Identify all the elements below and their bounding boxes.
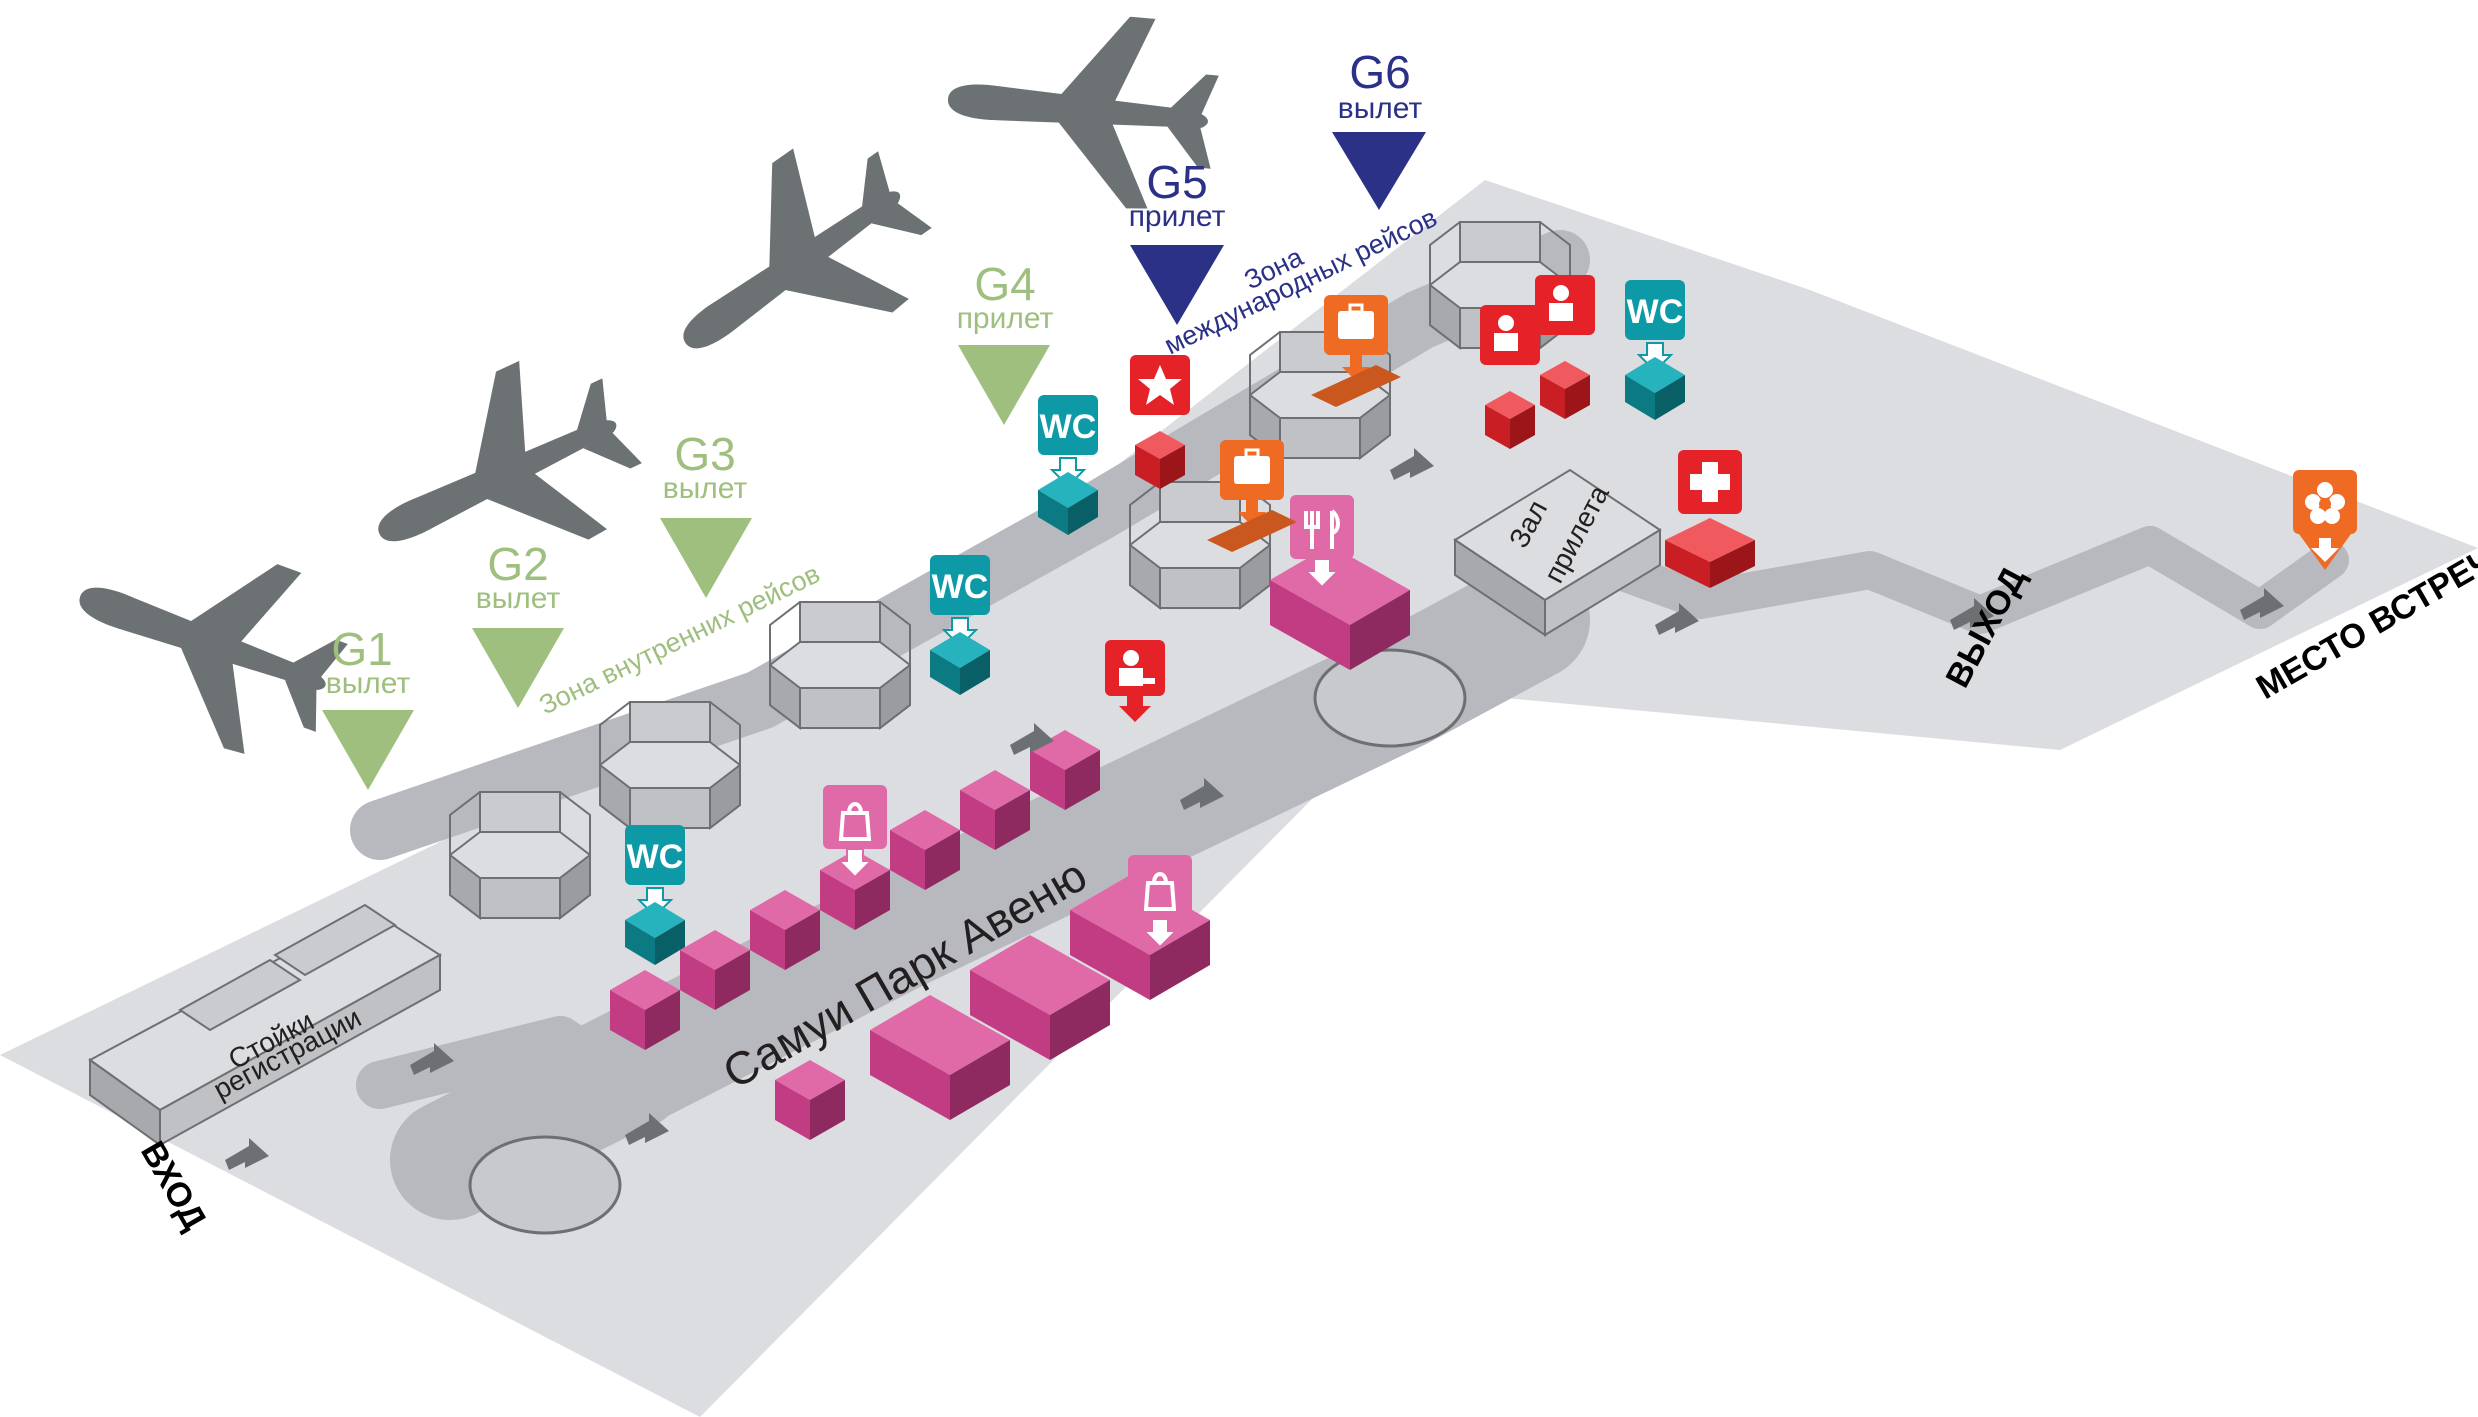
airplane-icon — [629, 109, 959, 420]
gate-g3-code: G3 — [674, 428, 735, 480]
gate-g1-triangle-icon — [322, 710, 414, 790]
wc-icon: WC — [929, 554, 991, 696]
gate-g3: G3 вылет — [660, 428, 752, 598]
wc-icon: WC — [1624, 279, 1686, 421]
gate-g6-triangle-icon — [1332, 132, 1426, 210]
gate-g2-type: вылет — [476, 582, 561, 615]
gate-g5: G5 прилет — [1129, 156, 1226, 325]
plaza-right — [1313, 648, 1467, 748]
restrooms: WC WC WC WC — [624, 279, 1686, 966]
gate-g3-type: вылет — [663, 472, 748, 505]
gate-g4-triangle-icon — [958, 345, 1050, 425]
security-markers — [1105, 275, 1755, 722]
gate-g2-triangle-icon — [472, 628, 564, 708]
gate-g1: G1 вылет — [322, 623, 414, 790]
wc-icon: WC — [1037, 394, 1099, 536]
gate-g1-code: G1 — [331, 623, 392, 675]
gate-g5-type: прилет — [1129, 200, 1226, 233]
shopping-bag-icon — [1128, 855, 1192, 949]
gate-g5-code: G5 — [1146, 156, 1207, 208]
gate-g4: G4 прилет — [957, 258, 1054, 425]
passport-control-icon — [1480, 305, 1540, 449]
airplane-icon — [48, 504, 366, 776]
plaza-left — [468, 1135, 622, 1235]
gate-g6-type: вылет — [1338, 92, 1423, 125]
suitcase-icon — [1207, 440, 1297, 552]
wc-label: WC — [1627, 293, 1684, 331]
first-aid-cross-icon — [1665, 450, 1755, 588]
suitcase-icon — [1311, 295, 1401, 407]
checkin-corridor — [356, 1016, 674, 1124]
baggage-markers — [1207, 295, 1401, 552]
passport-control-icon — [1535, 275, 1595, 419]
police-badge-icon — [1130, 355, 1190, 489]
wc-label: WC — [1040, 408, 1097, 446]
gate-g2: G2 вылет — [472, 538, 564, 708]
gate-g6: G6 вылет — [1332, 46, 1426, 210]
wc-label: WC — [627, 838, 684, 876]
gate-g4-code: G4 — [974, 258, 1035, 310]
gate-g4-type: прилет — [957, 302, 1054, 335]
gate-g3-triangle-icon — [660, 518, 752, 598]
gate-markers: G1 вылет G2 вылет G3 вылет G4 прилет G5 … — [322, 46, 1426, 790]
police-officer-icon — [1105, 640, 1165, 722]
shopping-bag-icon — [823, 785, 887, 879]
meeting-point-marker — [2293, 470, 2357, 570]
wc-label: WC — [932, 568, 989, 606]
wc-icon: WC — [624, 824, 686, 966]
fork-knife-icon — [1290, 495, 1354, 589]
shopping-markers — [823, 495, 1354, 949]
gate-g5-triangle-icon — [1130, 245, 1224, 325]
gate-g2-code: G2 — [487, 538, 548, 590]
gate-g1-type: вылет — [326, 667, 411, 700]
gate-g6-code: G6 — [1349, 46, 1410, 98]
main-concourse — [390, 560, 1590, 1220]
arrival-hall: Зал прилета — [1453, 468, 1662, 637]
